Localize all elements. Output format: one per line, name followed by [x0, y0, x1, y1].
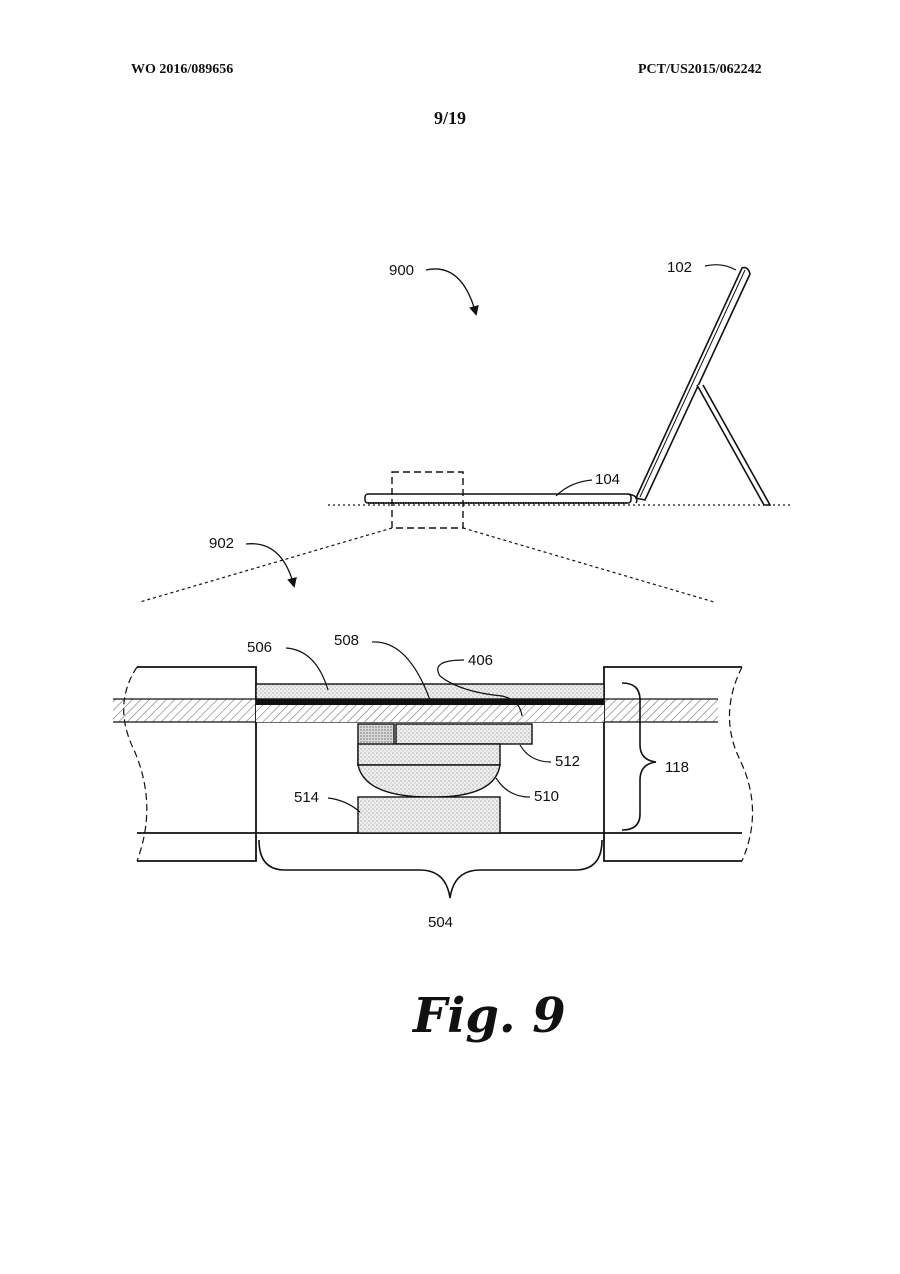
leader-506: [285, 647, 329, 691]
break-line-left: [123, 666, 148, 862]
tablet-edge: [639, 269, 746, 498]
leader-512: [519, 744, 552, 763]
leader-900: [425, 268, 479, 316]
leader-902: [245, 543, 297, 588]
label-506: 506: [247, 639, 272, 656]
label-900: 900: [389, 262, 414, 279]
tablet-102: [634, 266, 751, 501]
break-line-right: [728, 666, 754, 862]
label-406: 406: [468, 652, 493, 669]
label-510: 510: [534, 788, 559, 805]
label-514: 514: [294, 789, 319, 806]
element-512: [395, 723, 533, 745]
label-902: 902: [209, 535, 234, 552]
label-512: 512: [555, 753, 580, 770]
housing-left: [137, 666, 257, 862]
keyboard-104: [364, 493, 632, 504]
sheet-number: 9/19: [433, 108, 466, 128]
overview-view: 900 102 104 902: [139, 259, 792, 603]
element-510: [357, 764, 501, 798]
brace-118: [621, 682, 657, 831]
housing-right: [603, 666, 742, 862]
layer-508: [256, 699, 604, 705]
hatched-layer-center: [256, 705, 604, 722]
label-102: 102: [667, 259, 692, 276]
projection-left: [139, 527, 393, 603]
label-118: 118: [665, 759, 689, 776]
leader-508: [371, 641, 431, 701]
leader-510: [495, 777, 531, 798]
label-508: 508: [334, 632, 359, 649]
layer-506: [255, 683, 605, 700]
element-512-base: [357, 743, 501, 766]
leader-406: [437, 659, 523, 717]
projection-right: [462, 527, 715, 603]
application-number: PCT/US2015/062242: [638, 62, 762, 77]
publication-number: WO 2016/089656: [131, 62, 234, 77]
leader-102: [704, 264, 737, 271]
detail-box: [391, 471, 464, 529]
label-504: 504: [428, 914, 453, 931]
leader-514: [327, 797, 361, 813]
figure-caption: Fig. 9: [411, 988, 566, 1044]
kickstand: [696, 384, 772, 506]
detail-view: 506 508 406 512 510 514 118 504: [113, 632, 754, 931]
element-514: [357, 796, 501, 834]
brace-504: [258, 839, 603, 899]
leader-104: [555, 479, 593, 497]
label-104: 104: [595, 471, 620, 488]
